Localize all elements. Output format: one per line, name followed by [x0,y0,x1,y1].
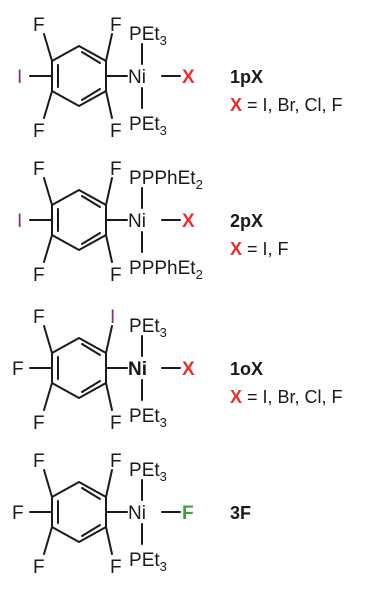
x-ligand: X [182,211,195,232]
fluorine-atom: F [110,121,122,142]
fluorine-atom: F [110,557,122,578]
fluorine-atom: F [33,15,45,36]
nickel-atom: Ni [128,211,146,232]
nickel-atom: Ni [128,359,147,380]
benzene-ring [51,336,107,400]
nickel-atom: Ni [128,67,146,88]
compound-label: 2pX [230,211,263,231]
x-ligand: X [182,359,195,380]
fluorine-atom: F [33,451,45,472]
phosphine-ligand-bottom: PEt3 [129,114,167,138]
fluorine-atom: F [33,307,45,328]
fluorine-atom: F [110,413,122,434]
x-definition: X = I, Br, Cl, F [230,95,343,115]
aromatic-double-bond [81,88,101,101]
phosphine-ligand-top: PEt3 [129,316,167,340]
fluorine-atom: F [12,359,24,380]
benzene-ring [51,44,107,108]
compound-2pX: F F F F I Ni X PPPhEt2 PPPhEt2 2pX X = I… [17,159,289,286]
compound-3F: F F F F F Ni F PEt3 PEt3 3F [12,451,251,578]
phosphine-ligand-top: PPPhEt2 [129,168,203,192]
fluorine-atom: F [33,557,45,578]
iodine-atom: I [17,67,22,88]
fluorine-atom: F [110,159,122,180]
iodine-atom: I [17,211,22,232]
phosphine-ligand-top: PEt3 [129,460,167,484]
iodine-atom: I [110,307,115,328]
benzene-ring [51,480,107,544]
compound-label: 1oX [230,359,263,379]
phosphine-ligand-bottom: PPPhEt2 [129,258,203,282]
compound-1oX: F I F F F Ni X PEt3 PEt3 1oX X = I, Br, … [12,307,343,434]
nickel-atom: Ni [128,503,146,524]
phosphine-ligand-bottom: PEt3 [129,406,167,430]
fluorine-atom: F [110,265,122,286]
fluoride-ligand: F [182,503,194,524]
compound-label: 3F [230,503,251,523]
benzene-ring [51,188,107,252]
fluorine-atom: F [33,159,45,180]
phosphine-ligand-top: PEt3 [129,24,167,48]
x-definition: X = I, Br, Cl, F [230,387,343,407]
fluorine-atom: F [33,121,45,142]
compound-label: 1pX [230,67,263,87]
x-ligand: X [182,67,195,88]
fluorine-atom: F [12,503,24,524]
fluorine-atom: F [33,265,45,286]
fluorine-atom: F [33,413,45,434]
compound-1pX: F F F F I Ni X PEt3 PEt3 1pX X = I, Br, … [17,15,343,142]
x-definition: X = I, F [230,239,289,259]
fluorine-atom: F [110,451,122,472]
aromatic-double-bond [81,51,101,64]
phosphine-ligand-bottom: PEt3 [129,550,167,574]
fluorine-atom: F [110,15,122,36]
